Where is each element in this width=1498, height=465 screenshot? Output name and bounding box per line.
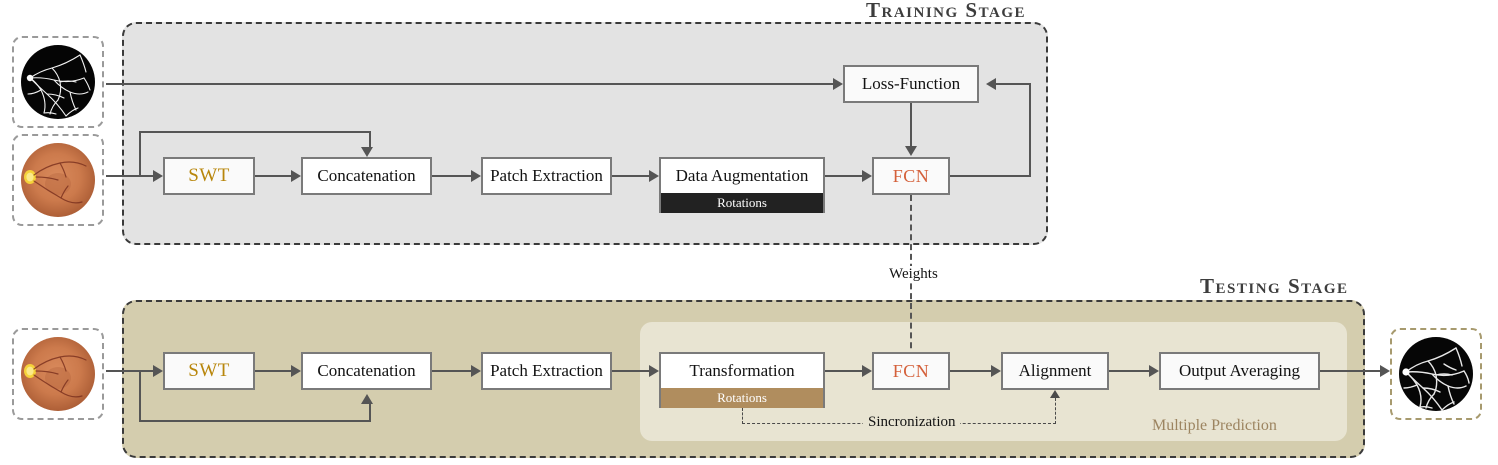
vessel-groundtruth-icon bbox=[21, 45, 95, 119]
training-loss-function-box[interactable]: Loss-Function bbox=[843, 65, 979, 103]
weights-label: Weights bbox=[885, 266, 942, 283]
retina-fundus-icon bbox=[21, 337, 95, 411]
arrowhead-groundtruth-to-loss bbox=[833, 78, 843, 90]
arrowhead-testing-transformation-to-fcn bbox=[862, 365, 872, 377]
connector-testing-alignment-to-averaging bbox=[1109, 370, 1149, 372]
testing-stage-title: Testing Stage bbox=[1200, 274, 1349, 298]
vessel-segmentation-output-icon bbox=[1399, 337, 1473, 411]
testing-patch-extraction-box[interactable]: Patch Extraction bbox=[481, 352, 612, 390]
testing-alignment-box[interactable]: Alignment bbox=[1001, 352, 1109, 390]
connector-testing-bypass-horizontal bbox=[139, 420, 370, 422]
testing-fcn-box[interactable]: FCN bbox=[872, 352, 950, 390]
retina-fundus-icon bbox=[21, 143, 95, 217]
arrowhead-fcn-to-loss bbox=[986, 78, 996, 90]
connector-fcn-return-horizontal-top bbox=[996, 83, 1031, 85]
connector-fcn-return-horizontal-bottom bbox=[950, 175, 1031, 177]
testing-concatenation-label: Concatenation bbox=[317, 361, 416, 380]
connector-testing-bypass-vertical-left bbox=[139, 370, 141, 422]
testing-input-thumbnail bbox=[12, 328, 104, 420]
arrowhead-testing-averaging-to-output bbox=[1380, 365, 1390, 377]
training-stage-container bbox=[122, 22, 1048, 245]
training-swt-box[interactable]: SWT bbox=[163, 157, 255, 195]
arrowhead-testing-alignment-to-averaging bbox=[1149, 365, 1159, 377]
arrowhead-augmentation-to-fcn bbox=[862, 170, 872, 182]
arrowhead-testing-swt-to-concatenation bbox=[291, 365, 301, 377]
arrowhead-testing-bypass-to-concatenation bbox=[361, 394, 373, 404]
arrowhead-swt-to-concatenation bbox=[291, 170, 301, 182]
connector-testing-patch-to-transformation bbox=[612, 370, 649, 372]
training-patch-extraction-box[interactable]: Patch Extraction bbox=[481, 157, 612, 195]
connector-concatenation-to-patch bbox=[432, 175, 471, 177]
arrowhead-concatenation-to-patch bbox=[471, 170, 481, 182]
connector-bypass-vertical-right bbox=[369, 131, 371, 149]
arrowhead-bypass-to-concatenation bbox=[361, 147, 373, 157]
testing-concatenation-box[interactable]: Concatenation bbox=[301, 352, 432, 390]
multiple-prediction-label: Multiple Prediction bbox=[1152, 417, 1277, 434]
connector-input-to-swt bbox=[106, 175, 153, 177]
connector-testing-bypass-vertical-right bbox=[369, 402, 371, 422]
testing-swt-box[interactable]: SWT bbox=[163, 352, 255, 390]
training-swt-label: SWT bbox=[188, 165, 230, 186]
connector-loss-to-fcn bbox=[910, 103, 912, 146]
connector-bypass-horizontal bbox=[139, 131, 370, 133]
arrowhead-testing-patch-to-transformation bbox=[649, 365, 659, 377]
arrowhead-testing-input-to-swt bbox=[153, 365, 163, 377]
testing-rotations-strip: Rotations bbox=[661, 388, 823, 408]
training-data-augmentation-label: Data Augmentation bbox=[661, 159, 823, 193]
connector-bypass-vertical-left bbox=[139, 131, 141, 176]
testing-swt-label: SWT bbox=[188, 360, 230, 381]
connector-fcn-return-vertical bbox=[1029, 83, 1031, 176]
arrowhead-loss-to-fcn bbox=[905, 146, 917, 156]
training-groundtruth-thumbnail bbox=[12, 36, 104, 128]
training-patch-extraction-label: Patch Extraction bbox=[490, 166, 603, 185]
testing-transformation-label: Transformation bbox=[661, 354, 823, 388]
connector-testing-averaging-to-output bbox=[1320, 370, 1380, 372]
training-fcn-label: FCN bbox=[892, 165, 930, 186]
testing-output-thumbnail bbox=[1390, 328, 1482, 420]
testing-output-averaging-box[interactable]: Output Averaging bbox=[1159, 352, 1320, 390]
connector-swt-to-concatenation bbox=[255, 175, 291, 177]
training-concatenation-box[interactable]: Concatenation bbox=[301, 157, 432, 195]
testing-fcn-label: FCN bbox=[892, 360, 930, 381]
testing-transformation-box[interactable]: Transformation Rotations bbox=[659, 352, 825, 408]
connector-groundtruth-to-loss bbox=[106, 83, 833, 85]
connector-sincronization-vertical-from-rotations bbox=[742, 408, 743, 424]
arrowhead-patch-to-augmentation bbox=[649, 170, 659, 182]
training-input-thumbnail bbox=[12, 134, 104, 226]
training-rotations-strip: Rotations bbox=[661, 193, 823, 213]
connector-testing-swt-to-concatenation bbox=[255, 370, 291, 372]
testing-output-averaging-label: Output Averaging bbox=[1178, 361, 1301, 380]
connector-augmentation-to-fcn bbox=[825, 175, 862, 177]
training-stage-title: Training Stage bbox=[866, 0, 1027, 22]
connector-sincronization-vertical-to-alignment bbox=[1055, 398, 1056, 424]
training-fcn-box[interactable]: FCN bbox=[872, 157, 950, 195]
arrowhead-input-to-swt bbox=[153, 170, 163, 182]
connector-testing-transformation-to-fcn bbox=[825, 370, 862, 372]
arrowhead-testing-fcn-to-alignment bbox=[991, 365, 1001, 377]
arrowhead-testing-concatenation-to-patch bbox=[471, 365, 481, 377]
connector-testing-concatenation-to-patch bbox=[432, 370, 471, 372]
training-loss-function-label: Loss-Function bbox=[861, 74, 961, 93]
connector-testing-fcn-to-alignment bbox=[950, 370, 991, 372]
testing-alignment-label: Alignment bbox=[1018, 361, 1092, 380]
training-data-augmentation-box[interactable]: Data Augmentation Rotations bbox=[659, 157, 825, 213]
training-concatenation-label: Concatenation bbox=[317, 166, 416, 185]
testing-patch-extraction-label: Patch Extraction bbox=[490, 361, 603, 380]
arrowhead-sincronization-to-alignment bbox=[1050, 390, 1060, 398]
connector-testing-input-to-swt bbox=[106, 370, 153, 372]
connector-patch-to-augmentation bbox=[612, 175, 649, 177]
sincronization-label: Sincronization bbox=[863, 414, 961, 431]
